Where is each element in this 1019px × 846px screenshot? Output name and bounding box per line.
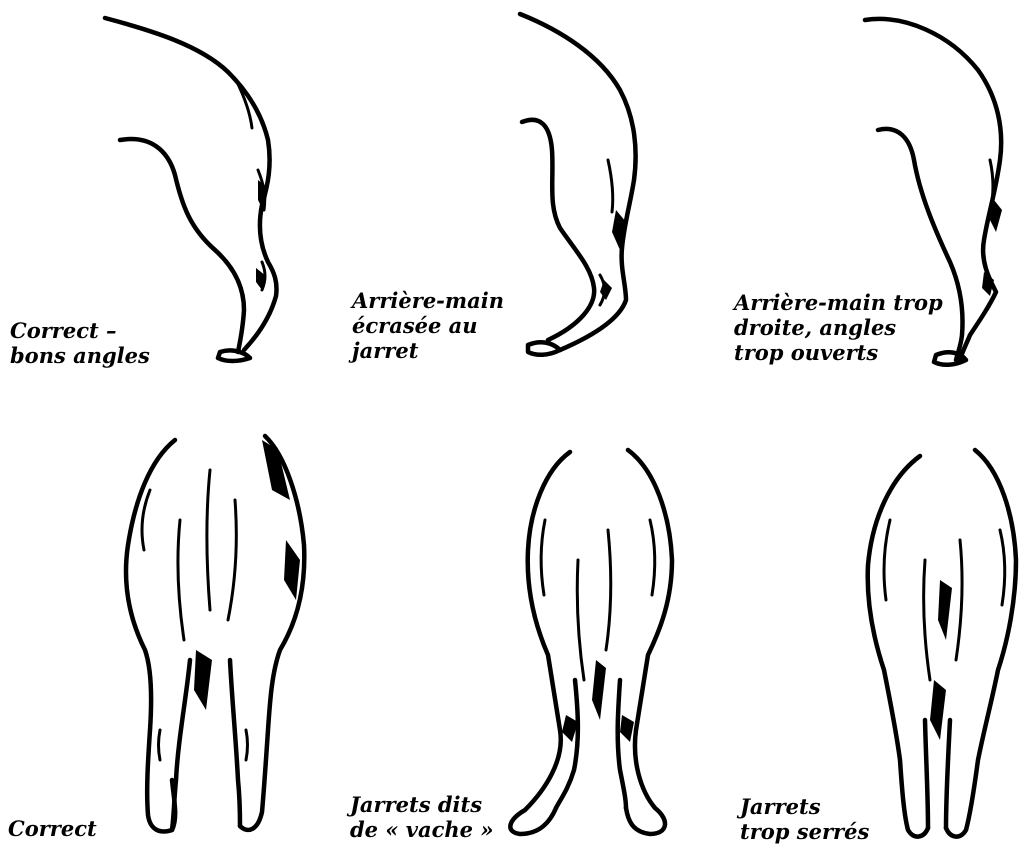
caption-line: droite, angles	[734, 315, 943, 340]
caption-line: Jarrets	[740, 794, 869, 819]
caption-line: Arrière-main trop	[734, 290, 943, 315]
caption-line: trop serrés	[740, 819, 869, 844]
caption-rear-vache: Jarrets dits de « vache »	[350, 792, 493, 842]
caption-rear-serres: Jarrets trop serrés	[740, 794, 869, 844]
caption-rear-correct: Correct	[8, 816, 97, 841]
caption-line: Correct	[8, 816, 97, 841]
caption-side-correct: Correct – bons angles	[10, 318, 150, 368]
rear-view-serres	[868, 450, 1016, 837]
caption-line: écrasée au	[352, 313, 504, 338]
caption-side-ecrasee: Arrière-main écrasée au jarret	[352, 288, 504, 363]
rear-view-correct	[126, 436, 304, 831]
caption-side-droite: Arrière-main trop droite, angles trop ou…	[734, 290, 943, 365]
caption-line: de « vache »	[350, 817, 493, 842]
caption-line: bons angles	[10, 343, 150, 368]
caption-line: jarret	[352, 338, 504, 363]
rear-view-vache	[510, 450, 672, 834]
side-view-correct	[105, 18, 277, 361]
caption-line: Jarrets dits	[350, 792, 493, 817]
caption-line: trop ouverts	[734, 340, 943, 365]
side-view-ecrasee	[520, 14, 636, 355]
caption-line: Arrière-main	[352, 288, 504, 313]
caption-line: Correct –	[10, 318, 150, 343]
